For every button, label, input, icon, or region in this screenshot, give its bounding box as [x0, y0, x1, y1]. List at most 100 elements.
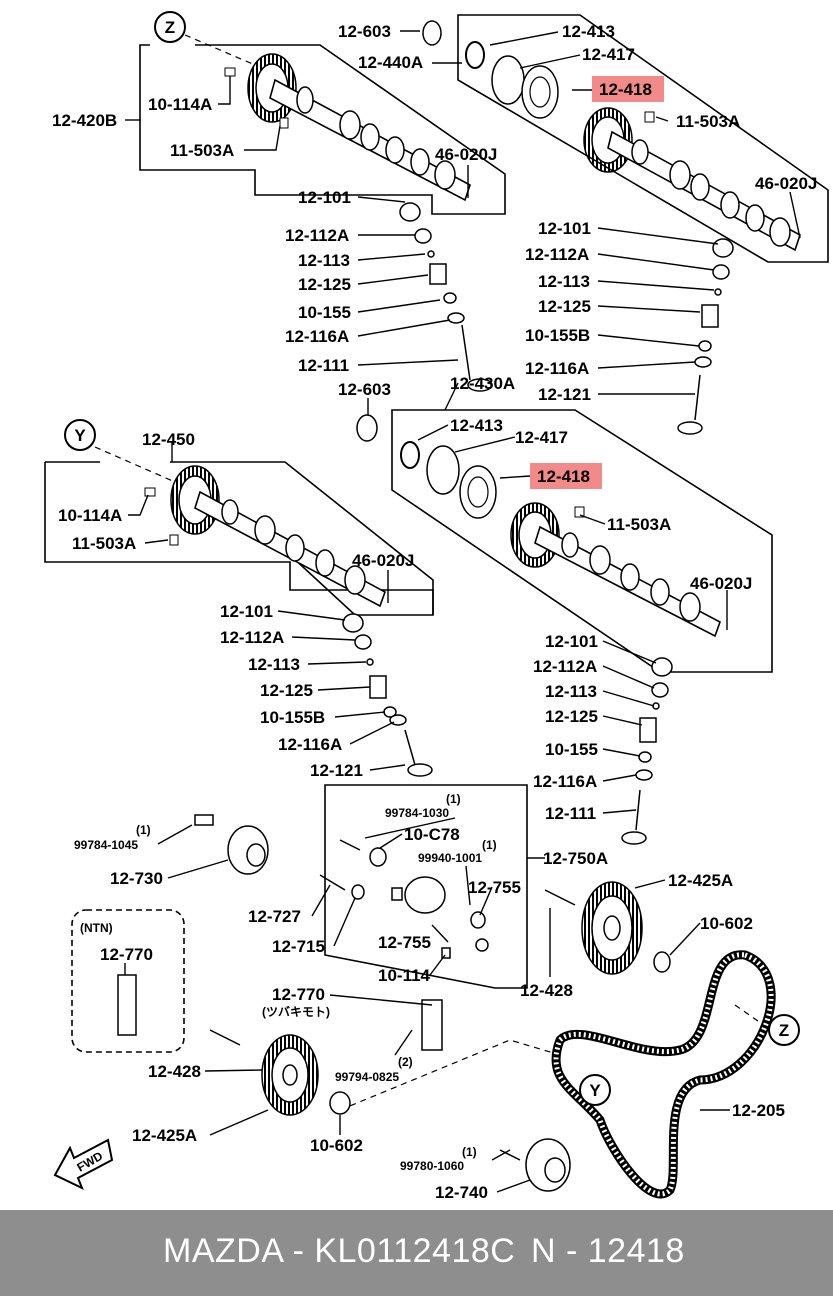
label-12-101: 12-101: [220, 602, 273, 621]
label-12-755: 12-755: [468, 878, 521, 897]
camshaft-middle-right: [400, 441, 721, 638]
label-99780-1060: 99780-1060: [400, 1159, 464, 1173]
label-12-112a: 12-112A: [220, 628, 284, 647]
reference-letter-y: Y: [74, 426, 86, 445]
label-10-114: 10-114: [378, 966, 431, 985]
label-12-116a: 12-116A: [285, 327, 349, 346]
label-11-503a: 11-503A: [72, 534, 136, 553]
label-12-101: 12-101: [538, 219, 591, 238]
label-12-113: 12-113: [538, 272, 590, 291]
label-10-114a: 10-114A: [148, 95, 212, 114]
label-12-770: 12-770: [100, 945, 153, 964]
label-12-125: 12-125: [298, 275, 351, 294]
label-12-425a: 12-425A: [132, 1126, 197, 1145]
label-12-111: 12-111: [298, 356, 349, 375]
label-99784-1045: 99784-1045: [74, 838, 138, 852]
label-12-428: 12-428: [148, 1062, 201, 1081]
label-12-413: 12-413: [562, 22, 615, 41]
fwd-arrow-icon: [53, 1138, 114, 1191]
label-12-101: 12-101: [545, 632, 598, 651]
label-12-205: 12-205: [732, 1101, 785, 1120]
quantity-1: (1): [136, 823, 151, 837]
label-12-727: 12-727: [248, 907, 301, 926]
label-10-155: 10-155: [545, 740, 598, 759]
label-12-418-middle: 12-418: [537, 467, 590, 486]
quantity-1: (1): [462, 1145, 477, 1159]
reference-circle-z-right: [768, 1014, 800, 1046]
part-number-text: MAZDA - KL0112418C: [163, 1232, 516, 1270]
label-12-113: 12-113: [545, 682, 597, 701]
tensioner-parts: [117, 814, 671, 1192]
reference-letter-z-right: Z: [779, 1021, 789, 1040]
label-10-155: 10-155: [298, 303, 351, 322]
timing-belt: [551, 950, 776, 1199]
quantity-1: (1): [446, 792, 461, 806]
label-12-413: 12-413: [450, 416, 503, 435]
label-12-121: 12-121: [310, 761, 363, 780]
reference-circle-y-belt: [579, 1074, 611, 1106]
label-12-715: 12-715: [272, 937, 325, 956]
reference-circle-y: [64, 419, 96, 451]
label-12-730: 12-730: [110, 869, 163, 888]
label-46-020j: 46-020J: [755, 174, 817, 193]
label-12-418-top: 12-418: [599, 80, 652, 99]
label-12-101: 12-101: [298, 188, 351, 207]
label-12-750a: 12-750A: [543, 849, 608, 868]
group-outlines: [44, 14, 829, 1053]
catalog-number-text: N - 12418: [531, 1232, 685, 1270]
label-12-425a: 12-425A: [668, 871, 733, 890]
label-99784-1030: 99784-1030: [385, 806, 449, 820]
footer-bar: MAZDA - KL0112418C N - 12418: [0, 1210, 833, 1296]
camshaft-middle-left: [144, 465, 386, 608]
label-10-602: 10-602: [700, 914, 753, 933]
label-12-121: 12-121: [538, 385, 591, 404]
label-12-125: 12-125: [260, 681, 313, 700]
label-46-020j: 46-020J: [352, 551, 414, 570]
label-12-450: 12-450: [142, 430, 195, 449]
label-12-116a: 12-116A: [533, 772, 597, 791]
reference-circle-z-top: [154, 11, 186, 43]
label-12-755: 12-755: [378, 933, 431, 952]
label-12-428: 12-428: [520, 981, 573, 1000]
reference-letter-y-belt: Y: [589, 1081, 601, 1100]
reference-letter-z-top: Z: [165, 18, 175, 37]
label-12-111: 12-111: [545, 804, 596, 823]
quantity-2: (2): [398, 1055, 413, 1069]
label-12-116a: 12-116A: [278, 735, 342, 754]
label-12-125: 12-125: [545, 707, 598, 726]
label-10-602: 10-602: [310, 1136, 363, 1155]
label-99794-0825: 99794-0825: [335, 1070, 399, 1084]
parts-diagram: Z 12-603 12-413 12-440A 12-417 12-418 10…: [44, 11, 829, 1202]
label-12-112a: 12-112A: [285, 226, 349, 245]
label-12-603: 12-603: [338, 380, 391, 399]
label-99940-1001: 99940-1001: [418, 851, 482, 865]
label-12-440a: 12-440A: [358, 53, 423, 72]
label-12-113: 12-113: [248, 655, 300, 674]
camshaft-top-right: [422, 20, 801, 252]
label-12-417: 12-417: [515, 428, 568, 447]
highlight-12-418-middle: [530, 463, 602, 489]
leader-lines: [124, 30, 801, 1193]
label-11-503a: 11-503A: [170, 141, 234, 160]
label-10-114a: 10-114A: [58, 506, 122, 525]
label-12-116a: 12-116A: [525, 359, 589, 378]
label-12-770: 12-770: [272, 985, 325, 1004]
label-12-603: 12-603: [338, 22, 391, 41]
label-12-113: 12-113: [298, 251, 350, 270]
label-12-420b: 12-420B: [52, 111, 117, 130]
label-46-020j: 46-020J: [435, 145, 497, 164]
label-12-417: 12-417: [582, 45, 635, 64]
highlight-12-418-top: [592, 76, 664, 102]
label-10-155b: 10-155B: [525, 326, 590, 345]
camshaft-top-left: [224, 53, 471, 202]
label-12-112a: 12-112A: [533, 657, 597, 676]
label-10-155b: 10-155B: [260, 708, 325, 727]
label-46-020j: 46-020J: [690, 574, 752, 593]
label-tsubakimoto: (ツバキモト): [262, 1005, 330, 1019]
quantity-1: (1): [482, 838, 497, 852]
label-12-430a: 12-430A: [450, 374, 515, 393]
label-10-c78: 10-C78: [404, 825, 460, 844]
label-ntn: (NTN): [80, 921, 113, 935]
valve-parts: [342, 202, 734, 845]
label-12-112a: 12-112A: [525, 245, 589, 264]
